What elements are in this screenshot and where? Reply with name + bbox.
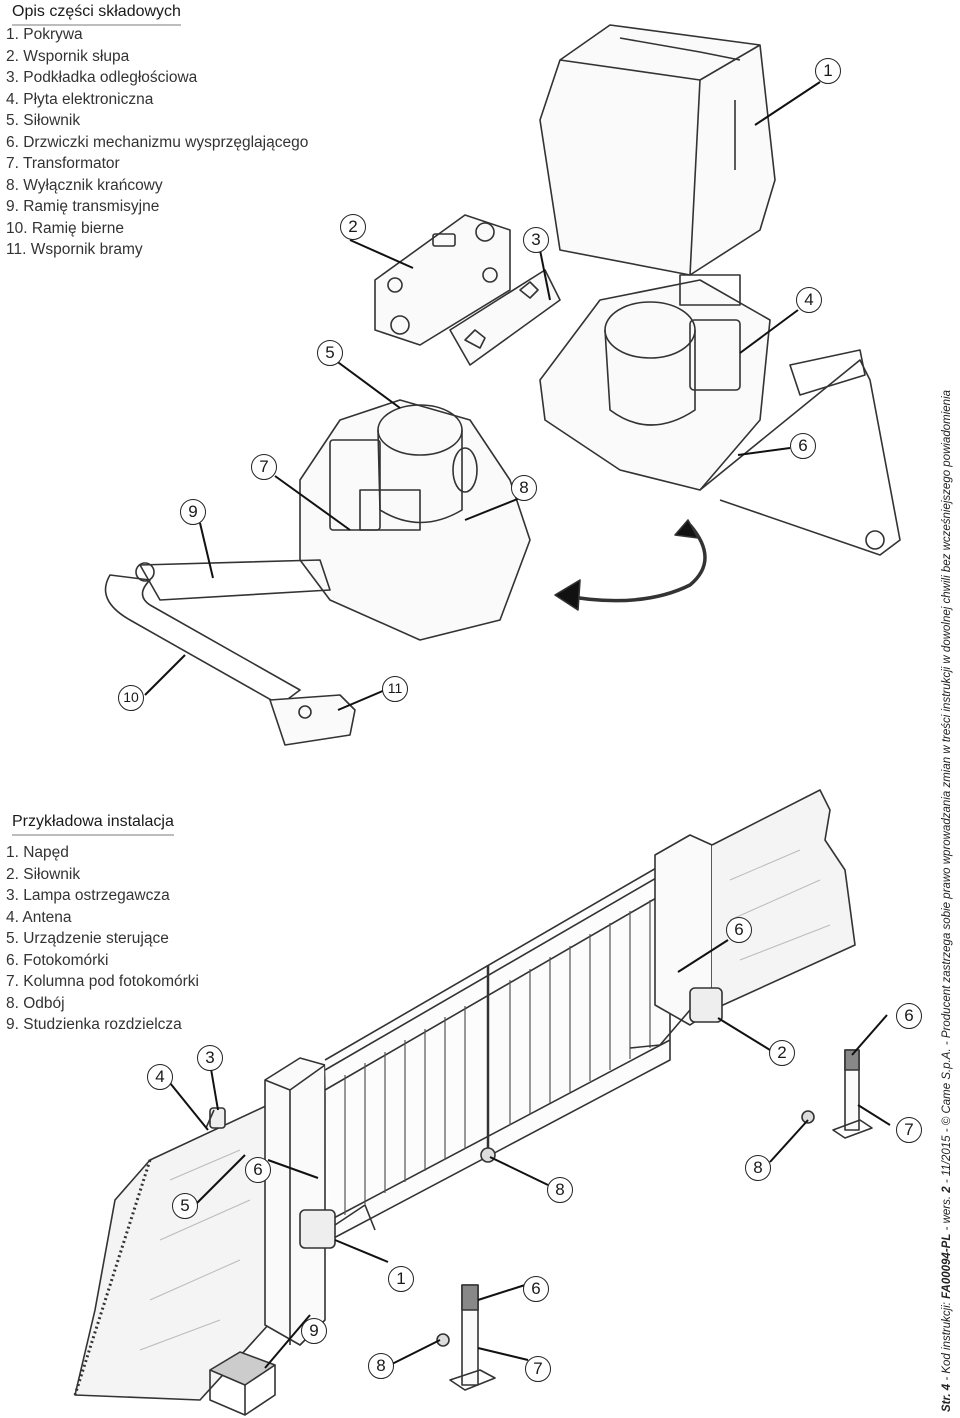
parts-list-item: 1. Pokrywa	[6, 26, 83, 43]
ground-stop-right-drawing	[801, 1110, 815, 1124]
parts-list-item: 11. Wspornik bramy	[6, 241, 143, 258]
callout-9: 9	[180, 499, 206, 525]
install-list-item: 7. Kolumna pod fotokomórki	[6, 973, 199, 990]
left-operator-drawing	[299, 1209, 336, 1249]
footer-code: FA00094-PL	[941, 1233, 953, 1299]
install-list-item: 5. Urządzenie sterujące	[6, 930, 169, 947]
install-callout-8-stop-c: 8	[745, 1155, 771, 1181]
right-operator-drawing	[689, 987, 723, 1023]
right-wall-drawing	[654, 789, 856, 1026]
install-callout-6-photocell-m: 6	[523, 1276, 549, 1302]
callout-11: 11	[382, 676, 408, 702]
motor-assembly-drawing	[539, 274, 901, 556]
install-callout-3-lamp: 3	[197, 1045, 223, 1071]
install-list: 1. Napęd 2. Siłownik 3. Lampa ostrzegawcza…	[6, 842, 199, 1036]
install-callout-5-control: 5	[172, 1193, 198, 1219]
callout-6: 6	[790, 433, 816, 459]
install-callout-7-column-l: 7	[525, 1356, 551, 1382]
callout-3: 3	[523, 227, 549, 253]
install-list-item: 4. Antena	[6, 908, 72, 926]
install-callout-8-stop-b: 8	[547, 1177, 573, 1203]
footer-page: Str. 4	[941, 1383, 953, 1412]
install-list-item: 6. Fotokomórki	[6, 951, 109, 969]
install-list-item: 2. Siłownik	[6, 865, 81, 883]
parts-list-item: 2. Wspornik słupa	[6, 47, 130, 65]
antenna-drawing	[205, 1109, 215, 1129]
callout-1: 1	[815, 58, 841, 84]
footer-version-label: - wers.	[941, 1192, 953, 1234]
parts-list-item: 3. Podkładka odległościowa	[6, 69, 198, 86]
install-list-item: 1. Napęd	[6, 844, 69, 861]
callout-leaders	[144, 81, 891, 1369]
install-callout-7-column-r: 7	[896, 1117, 922, 1143]
parts-list: 1. Pokrywa 2. Wspornik słupa 3. Podkładka …	[6, 24, 308, 261]
parts-section-title: Opis części składowych	[12, 2, 181, 26]
gate-drawing	[324, 859, 671, 1241]
arms-drawing	[104, 559, 356, 746]
parts-list-item: 6. Drzwiczki mechanizmu wysprzęglającego	[6, 133, 309, 151]
parts-list-item: 7. Transformator	[6, 155, 120, 172]
install-callout-6-photocell-r: 6	[726, 917, 752, 943]
left-pillar-drawing	[264, 1057, 326, 1346]
install-callout-4-antenna: 4	[147, 1064, 173, 1090]
technical-illustration	[73, 24, 901, 1416]
left-operator-arm	[334, 1204, 376, 1231]
gate-stop-drawing	[480, 1147, 496, 1163]
install-section-title: Przykładowa instalacja	[12, 812, 174, 836]
parts-list-item: 4. Płyta elektroniczna	[6, 90, 154, 108]
callout-4: 4	[796, 287, 822, 313]
install-callout-9-box: 9	[301, 1318, 327, 1344]
install-callout-1-drive: 1	[388, 1266, 414, 1292]
photocell-column-right-drawing	[832, 1049, 873, 1139]
parts-list-item: 8. Wyłącznik krańcowy	[6, 176, 163, 194]
right-operator-arm	[629, 1009, 691, 1049]
install-list-item: 3. Lampa ostrzegawcza	[6, 887, 170, 904]
install-list-item: 8. Odbój	[6, 994, 65, 1012]
parts-list-item: 9. Ramię transmisyjne	[6, 198, 160, 215]
post-bracket-drawing	[374, 214, 511, 346]
callout-2: 2	[340, 214, 366, 240]
footer-rest: - 11/2015 - © Came S.p.A. - Producent za…	[941, 389, 953, 1187]
photocell-column-left-drawing	[449, 1284, 496, 1391]
install-list-item: 9. Studzienka rozdzielcza	[6, 1016, 182, 1033]
junction-box-drawing	[209, 1351, 276, 1416]
install-callout-2-operator: 2	[769, 1040, 795, 1066]
cover-drawing	[539, 24, 776, 276]
parts-list-item: 10. Ramię bierne	[6, 219, 125, 237]
page-footer: Str. 4 - Kod instrukcji: FA00094-PL - we…	[941, 282, 953, 1412]
install-callout-6-photocell-l: 6	[245, 1157, 271, 1183]
callout-8: 8	[511, 475, 537, 501]
callout-5: 5	[317, 340, 343, 366]
rotation-arrow-drawing	[554, 519, 707, 611]
footer-version: 2	[941, 1186, 953, 1193]
operator-drawing	[299, 399, 531, 641]
callout-7: 7	[251, 454, 277, 480]
install-callout-8-stop-a: 8	[368, 1353, 394, 1379]
spacer-drawing	[449, 269, 561, 366]
ground-stop-left-drawing	[436, 1333, 450, 1347]
install-callout-6-photocell-c: 6	[896, 1003, 922, 1029]
warning-lamp-drawing	[209, 1107, 226, 1129]
callout-10: 10	[118, 685, 144, 711]
parts-list-item: 5. Siłownik	[6, 112, 81, 129]
footer-code-label: - Kod instrukcji:	[941, 1298, 953, 1384]
